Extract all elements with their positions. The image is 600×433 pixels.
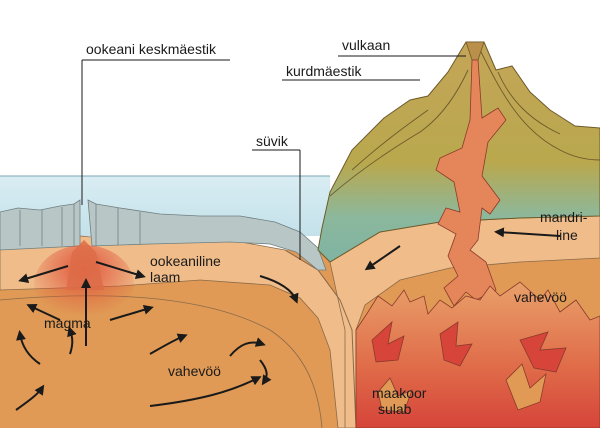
label-magma: magma	[44, 315, 91, 331]
arrow-mantle-bottomleft	[15, 384, 45, 411]
arrow-mantle-down	[259, 359, 272, 386]
arrow-mantle-right	[149, 333, 188, 355]
label-mountains: kurdmäestik	[286, 63, 362, 79]
label-continental-2: line	[556, 227, 578, 243]
arrow-mantle-small	[67, 326, 77, 355]
label-volcano: vulkaan	[342, 37, 390, 53]
slab-edge	[284, 249, 357, 429]
leader-lines	[81, 55, 466, 260]
arrow-mantle-far	[229, 337, 266, 357]
arrow-mantle-left-swirl	[16, 330, 41, 365]
arrow-continent-in	[364, 245, 401, 271]
label-mantle-left: vahevöö	[168, 363, 221, 379]
flow-arrows	[15, 227, 561, 411]
label-melt-1: maakoor	[372, 385, 427, 401]
melt-spikes	[371, 320, 567, 373]
label-oceanic-2: laam	[150, 269, 180, 285]
arrow-mantle-bottom	[149, 376, 262, 407]
arrow-ridge-right	[95, 261, 146, 280]
crust-fractures	[19, 204, 141, 246]
arrow-mantle-upleft	[26, 304, 61, 321]
label-mantle-right: vahevöö	[514, 289, 567, 305]
magma-plume	[435, 59, 507, 307]
arrow-mantle-upright	[109, 304, 154, 321]
label-continental-1: mandri-	[540, 209, 588, 225]
arrow-slab-down	[259, 275, 299, 304]
label-trench: süvik	[256, 133, 289, 149]
arrow-continent-left	[494, 227, 561, 238]
melt-cutouts	[377, 363, 547, 413]
label-ridge: ookeani keskmäestik	[86, 41, 217, 57]
mountain-ridges	[329, 49, 600, 197]
label-oceanic-1: ookeaniline	[150, 253, 221, 269]
ridge-magma	[66, 240, 104, 290]
arrow-ridge-left	[18, 265, 69, 284]
label-melt-2: sulab	[378, 401, 412, 417]
